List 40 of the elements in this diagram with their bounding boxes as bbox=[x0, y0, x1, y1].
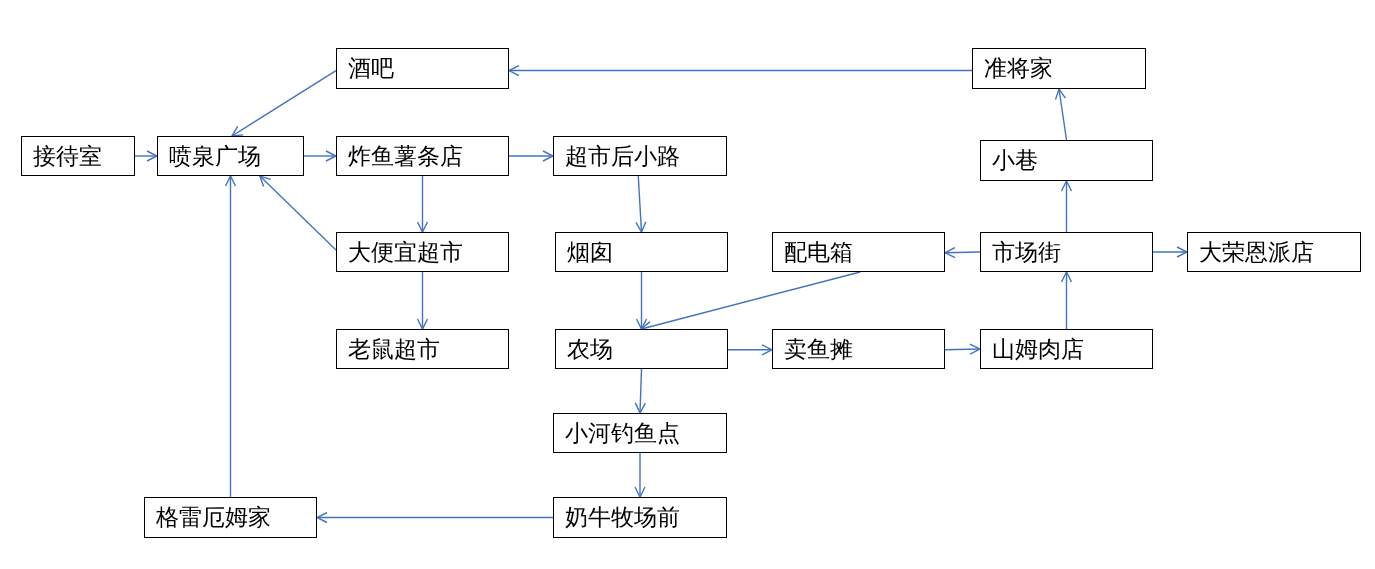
arrow bbox=[635, 175, 647, 233]
location-box: 大便宜超市 bbox=[336, 232, 509, 272]
location-box: 农场 bbox=[555, 329, 728, 369]
arrow bbox=[508, 150, 554, 162]
arrow bbox=[727, 344, 773, 356]
arrow bbox=[944, 246, 981, 259]
arrow bbox=[635, 271, 648, 330]
arrow bbox=[416, 175, 429, 233]
location-box: 超市后小路 bbox=[553, 136, 727, 176]
arrow bbox=[224, 175, 237, 498]
location-box: 接待室 bbox=[21, 136, 135, 176]
arrow bbox=[508, 64, 973, 77]
location-box: 烟囱 bbox=[555, 232, 728, 272]
arrow bbox=[634, 368, 647, 414]
location-box: 酒吧 bbox=[336, 48, 509, 89]
arrow bbox=[303, 150, 337, 162]
location-box: 卖鱼摊 bbox=[772, 329, 945, 369]
location-box: 喷泉广场 bbox=[157, 136, 304, 176]
location-box: 大荣恩派店 bbox=[1187, 232, 1361, 272]
location-box: 准将家 bbox=[972, 48, 1146, 89]
location-box: 小河钓鱼点 bbox=[553, 413, 727, 453]
location-box: 小巷 bbox=[980, 140, 1153, 181]
arrow bbox=[1060, 271, 1073, 330]
location-box: 市场街 bbox=[980, 232, 1153, 272]
arrow bbox=[1054, 88, 1068, 141]
location-box: 老鼠超市 bbox=[336, 329, 509, 369]
arrow bbox=[944, 343, 981, 355]
arrow bbox=[1152, 246, 1188, 258]
arrow bbox=[259, 175, 337, 251]
location-box: 炸鱼薯条店 bbox=[336, 136, 509, 176]
location-box: 配电箱 bbox=[772, 232, 945, 272]
arrow bbox=[634, 452, 646, 498]
arrow bbox=[1060, 180, 1073, 233]
location-box: 奶牛牧场前 bbox=[553, 497, 727, 538]
arrow bbox=[416, 271, 429, 330]
arrow bbox=[231, 69, 337, 137]
arrow bbox=[134, 150, 158, 162]
arrow bbox=[316, 511, 554, 524]
location-box: 山姆肉店 bbox=[980, 329, 1153, 369]
location-box: 格雷厄姆家 bbox=[144, 497, 317, 538]
